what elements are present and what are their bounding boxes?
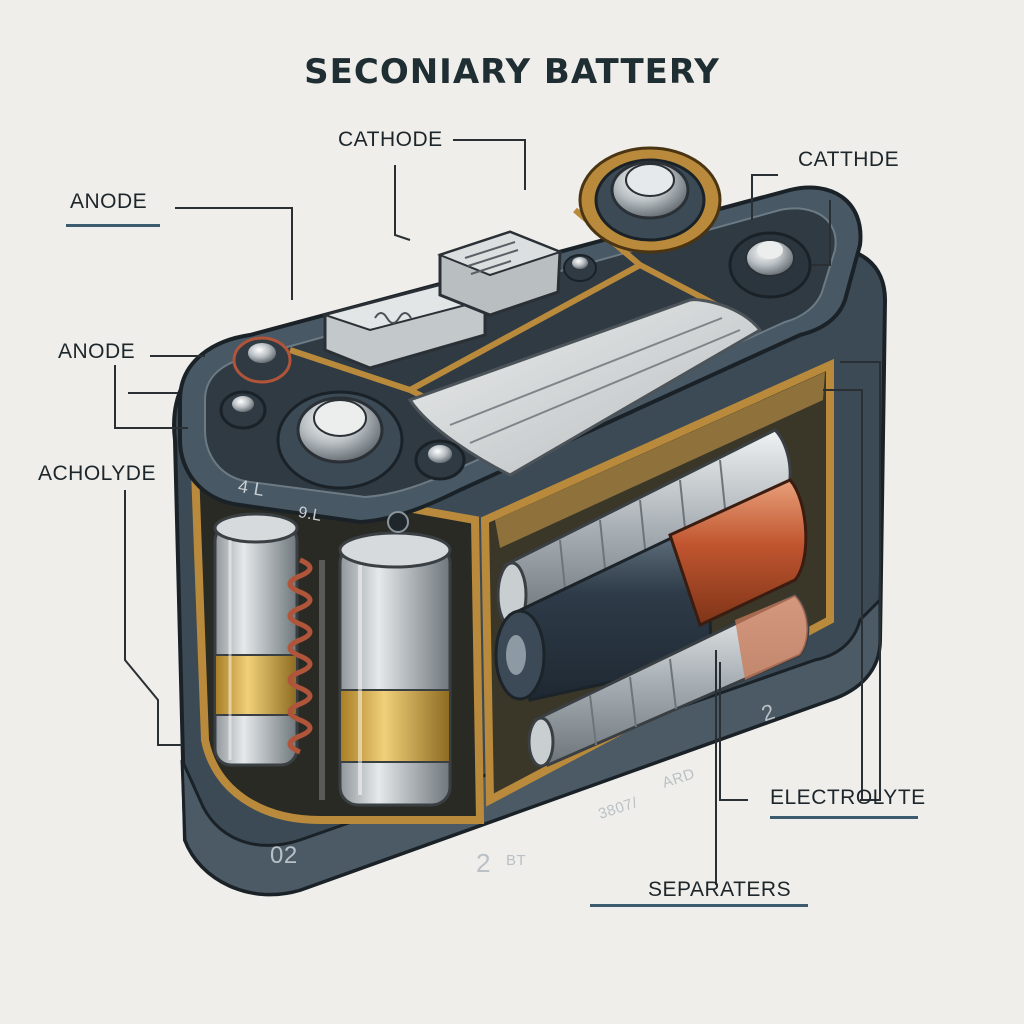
label-anode-upper: ANODE — [70, 190, 148, 213]
casing-mark-02: 02 — [270, 842, 298, 869]
control-module-right — [437, 230, 563, 317]
casing-mark-9l: 9.L — [296, 504, 324, 525]
casing-mark-4l: 4 L — [236, 475, 267, 501]
diagram-title: SECONIARY BATTERY — [304, 52, 720, 92]
horizontal-cell-lower — [527, 593, 810, 768]
terminal-right — [728, 231, 812, 299]
terminal-small-1 — [232, 336, 292, 384]
casing-mark-2: 2 — [476, 848, 491, 878]
terminal-small-3 — [414, 439, 466, 481]
label-anode-upper-underline — [66, 224, 160, 227]
copper-inner-wall — [495, 372, 825, 548]
terminal-main-front — [276, 390, 404, 490]
label-electrolyte: ELECTROLYTE — [770, 786, 926, 809]
label-acholyde: ACHOLYDE — [38, 462, 156, 485]
vertical-cell-2 — [338, 531, 452, 807]
label-anode-lower: ANODE — [58, 340, 136, 363]
leader-lines — [114, 139, 881, 885]
terminal-main-top — [578, 146, 722, 254]
label-separaters: SEPARATERS — [648, 878, 792, 901]
label-cathode-right: CATTHDE — [798, 148, 900, 171]
terminal-small-4 — [563, 254, 597, 282]
casing-mark-bt: BT — [506, 852, 527, 869]
vertical-cell-1 — [213, 512, 299, 767]
horizontal-cell-middle — [494, 478, 808, 702]
label-electrolyte-underline — [770, 816, 918, 819]
label-separaters-underline — [590, 904, 808, 907]
label-cathode-top: CATHODE — [338, 128, 443, 151]
coil-spring — [287, 557, 325, 800]
terminal-small-2 — [219, 390, 267, 430]
front-rivet — [387, 511, 409, 533]
